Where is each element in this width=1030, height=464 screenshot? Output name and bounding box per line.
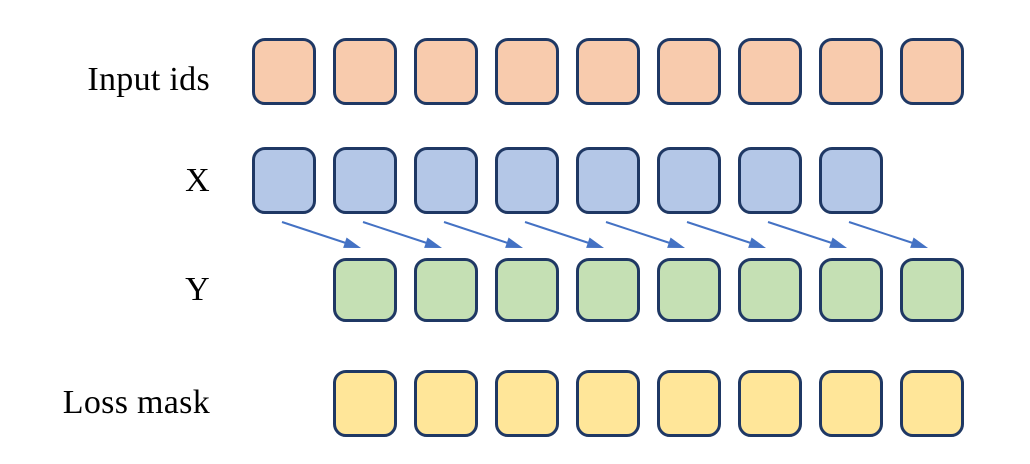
token-box-x-1 <box>333 147 397 214</box>
token-row-input-ids <box>0 38 964 106</box>
token-box-x-4 <box>576 147 640 214</box>
token-box-loss-mask-5 <box>738 370 802 437</box>
token-box-y-2 <box>495 258 559 322</box>
shift-arrow-6 <box>767 221 847 248</box>
token-box-loss-mask-2 <box>495 370 559 437</box>
row-label-y: Y <box>185 271 210 308</box>
shift-arrow-1 <box>362 221 442 248</box>
arrow-head <box>424 237 442 248</box>
arrow-shaft <box>605 221 673 245</box>
arrow-shaft <box>443 221 511 245</box>
arrow-shaft <box>281 221 349 245</box>
token-row-x <box>0 147 883 215</box>
row-label-loss-mask: Loss mask <box>62 384 210 421</box>
shift-arrow-3 <box>524 221 604 248</box>
token-box-input-ids-7 <box>819 38 883 105</box>
token-box-x-7 <box>819 147 883 214</box>
token-box-y-5 <box>738 258 802 322</box>
token-box-x-0 <box>252 147 316 214</box>
shift-arrow-7 <box>848 221 928 248</box>
shift-arrow-4 <box>605 221 685 248</box>
token-box-loss-mask-6 <box>819 370 883 437</box>
arrow-shaft <box>524 221 592 245</box>
token-box-input-ids-8 <box>900 38 964 105</box>
shift-arrow-5 <box>686 221 766 248</box>
token-box-y-3 <box>576 258 640 322</box>
shift-arrow-2 <box>443 221 523 248</box>
arrow-head <box>505 237 523 248</box>
arrow-head <box>667 237 685 248</box>
token-box-y-7 <box>900 258 964 322</box>
token-box-y-0 <box>333 258 397 322</box>
token-box-y-1 <box>414 258 478 322</box>
token-box-loss-mask-1 <box>414 370 478 437</box>
token-box-loss-mask-0 <box>333 370 397 437</box>
arrow-head <box>829 237 847 248</box>
arrow-head <box>343 237 361 248</box>
token-box-input-ids-0 <box>252 38 316 105</box>
token-row-y <box>0 258 964 326</box>
token-box-input-ids-2 <box>414 38 478 105</box>
arrow-shaft <box>848 221 916 245</box>
token-box-loss-mask-3 <box>576 370 640 437</box>
arrow-shaft <box>686 221 754 245</box>
token-box-input-ids-4 <box>576 38 640 105</box>
token-box-x-6 <box>738 147 802 214</box>
row-label-x: X <box>185 162 210 199</box>
token-box-loss-mask-4 <box>657 370 721 437</box>
token-box-input-ids-3 <box>495 38 559 105</box>
token-box-y-6 <box>819 258 883 322</box>
arrow-shaft <box>767 221 835 245</box>
arrow-head <box>586 237 604 248</box>
token-box-x-5 <box>657 147 721 214</box>
token-box-x-3 <box>495 147 559 214</box>
token-row-loss-mask <box>0 370 964 438</box>
token-box-input-ids-1 <box>333 38 397 105</box>
row-label-input-ids: Input ids <box>87 61 210 98</box>
token-box-loss-mask-7 <box>900 370 964 437</box>
token-box-y-4 <box>657 258 721 322</box>
shift-arrow-0 <box>281 221 361 248</box>
arrow-head <box>910 237 928 248</box>
arrow-shaft <box>362 221 430 245</box>
token-box-input-ids-5 <box>657 38 721 105</box>
arrow-head <box>748 237 766 248</box>
token-box-x-2 <box>414 147 478 214</box>
token-box-input-ids-6 <box>738 38 802 105</box>
